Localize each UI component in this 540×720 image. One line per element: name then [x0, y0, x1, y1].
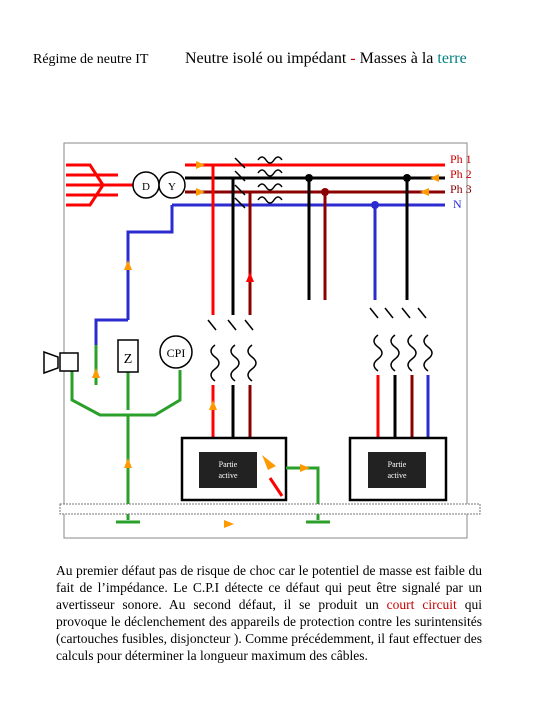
- paragraph-text-2: qui provoque le déclenchement des appare…: [56, 597, 482, 663]
- pe-arrow-right: [300, 464, 310, 472]
- bus-arrows: [196, 161, 439, 196]
- cpi-label: CPI: [167, 346, 186, 360]
- subtitle-masses: Masses à la: [359, 50, 434, 67]
- fault-path: [268, 466, 320, 520]
- pe-arrow-up: [124, 458, 132, 468]
- impedance-label: Z: [124, 352, 133, 367]
- it-earthing-diagram: D Y Ph 1 Ph 2 Ph 3 N: [43, 142, 481, 539]
- neutral-arrow-up: [124, 260, 132, 270]
- subtitle-earth: terre: [437, 50, 467, 67]
- load-left: Partie active: [180, 436, 288, 502]
- diagram-frame: [63, 142, 468, 539]
- earth-arrow-icon: [224, 520, 234, 528]
- transformer: D Y: [132, 171, 186, 199]
- paragraph-highlight: court circuit: [386, 597, 457, 612]
- load-left-label-1: Partie: [219, 460, 238, 469]
- label-ph3: Ph 3: [450, 182, 472, 196]
- left-feeder-arrow: [246, 272, 254, 282]
- earth-bar: [59, 503, 481, 515]
- pe-arrow-up-2: [92, 368, 100, 378]
- right-breaker: [369, 307, 433, 372]
- left-feeder: [211, 165, 252, 315]
- left-breaker: [207, 319, 257, 382]
- load-left-label-2: active: [218, 471, 238, 480]
- cpi-device: [159, 335, 193, 369]
- subtitle-separator: -: [350, 50, 356, 67]
- load-right-label-1: Partie: [388, 460, 407, 469]
- incoming-lines: [66, 163, 133, 207]
- regime-subtitle: Neutre isolé ou impédant - Masses à la t…: [185, 48, 505, 70]
- main-fuses: [234, 156, 283, 209]
- load-right-label-2: active: [387, 471, 407, 480]
- label-ph2: Ph 2: [450, 167, 472, 181]
- label-neutral: N: [453, 197, 462, 211]
- right-feeder: [307, 178, 409, 300]
- regime-title: Régime de neutre IT: [33, 52, 149, 67]
- explanation-paragraph: Au premier défaut pas de risque de choc …: [56, 562, 482, 664]
- phase-labels: Ph 1 Ph 2 Ph 3 N: [450, 152, 472, 211]
- transformer-primary-label: D: [142, 181, 150, 193]
- load-right: Partie active: [348, 436, 448, 502]
- subtitle-neutral: Neutre isolé ou impédant: [185, 50, 347, 67]
- label-ph1: Ph 1: [450, 152, 472, 166]
- impedance-box: [117, 339, 139, 373]
- fault-arrow-icon: [262, 455, 276, 470]
- left-feeder-arrow-2: [209, 400, 217, 410]
- paragraph-text-1: Au premier défaut pas de risque de choc …: [56, 563, 482, 612]
- neutral-earthing: [70, 205, 182, 520]
- alarm-horn-icon: [43, 350, 79, 375]
- transformer-secondary-label: Y: [168, 181, 176, 193]
